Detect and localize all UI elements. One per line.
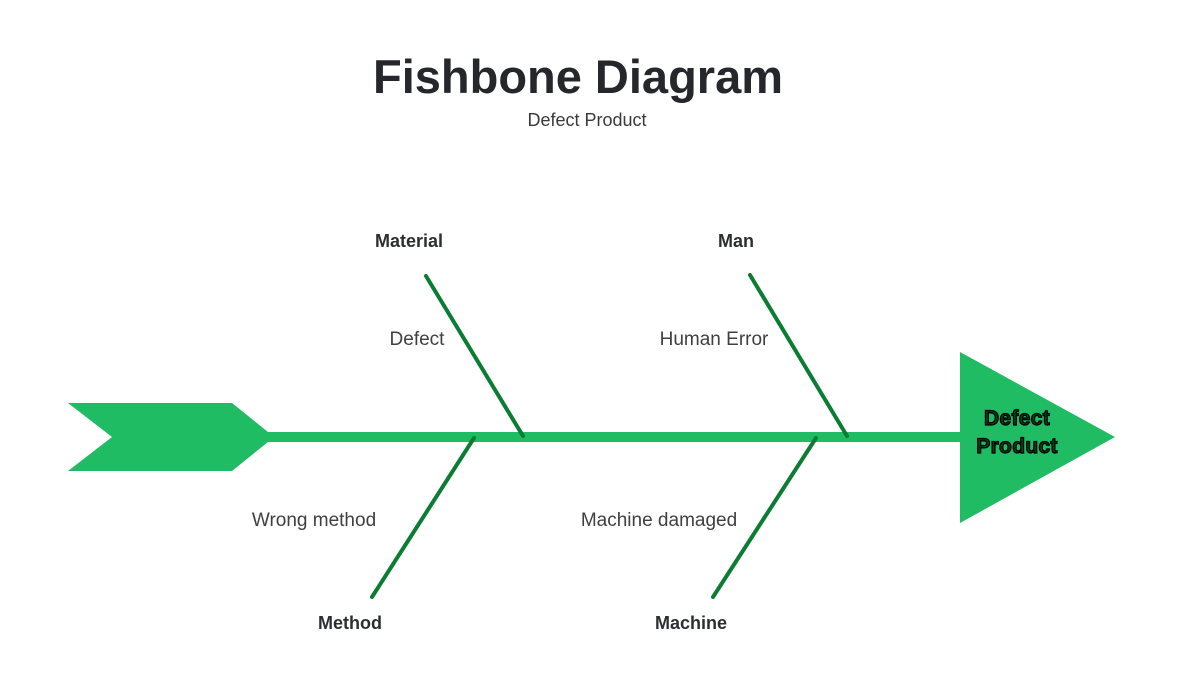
bone-line-material — [424, 274, 525, 438]
cause-label-wrong-method: Wrong method — [251, 510, 377, 531]
category-label-method: Method — [318, 613, 382, 633]
bone-line-machine — [711, 436, 818, 599]
bone-line-method — [370, 436, 476, 599]
diagram-subtitle: Defect Product — [527, 110, 647, 130]
cause-label-machine-damaged: Machine damaged — [580, 510, 738, 531]
fish-tail-shape — [68, 403, 268, 471]
bone-line-man — [748, 273, 849, 438]
category-label-material: Material — [374, 231, 444, 251]
category-label-machine: Machine — [654, 613, 728, 633]
category-label-man: Man — [718, 231, 754, 251]
fish-head-label: Defect Product — [976, 406, 1058, 458]
fish-head-arrow — [960, 352, 1115, 523]
spine-line — [264, 432, 962, 442]
diagram-title: Fishbone Diagram — [372, 50, 784, 103]
cause-label-defect: Defect — [389, 329, 445, 350]
cause-label-human-error: Human Error — [659, 329, 769, 350]
